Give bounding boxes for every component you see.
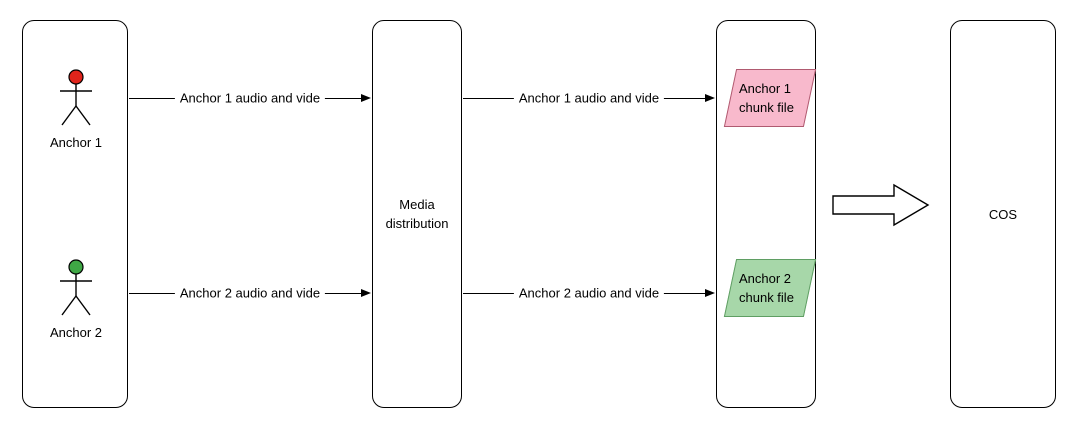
- anchors-container: Anchor 1 Anchor 2: [22, 20, 128, 408]
- chunk-files-container: Anchor 1 chunk file Anchor 2 chunk file: [716, 20, 817, 408]
- flow-arrow-media-to-chunk2: Anchor 2 audio and vide: [463, 283, 715, 303]
- arrowhead-icon: [361, 289, 371, 297]
- arrowhead-icon: [361, 94, 371, 102]
- actor-anchor2: Anchor 2: [23, 259, 129, 340]
- chunk-file-label: Anchor 1 chunk file: [739, 81, 794, 115]
- person-icon: [60, 69, 92, 126]
- flow-arrow-anchor2-to-media: Anchor 2 audio and vide: [129, 283, 371, 303]
- arrow-label: Anchor 1 audio and vide: [513, 90, 665, 106]
- person-icon: [60, 259, 92, 316]
- actor-label: Anchor 2: [49, 325, 103, 340]
- chunk-file-anchor1: Anchor 1 chunk file: [723, 69, 817, 127]
- actor-label: Anchor 1: [49, 135, 103, 150]
- chunk-file-label: Anchor 2 chunk file: [739, 271, 794, 305]
- cos-node: COS: [950, 20, 1056, 408]
- cos-label: COS: [988, 206, 1018, 222]
- flow-arrow-anchor1-to-media: Anchor 1 audio and vide: [129, 88, 371, 108]
- person-head: [68, 69, 84, 85]
- chunk-file-anchor2: Anchor 2 chunk file: [723, 259, 817, 317]
- actor-anchor1: Anchor 1: [23, 69, 129, 150]
- arrowhead-icon: [705, 289, 715, 297]
- big-flow-arrow-icon: [832, 183, 930, 227]
- flow-arrow-media-to-chunk1: Anchor 1 audio and vide: [463, 88, 715, 108]
- arrow-label: Anchor 1 audio and vide: [174, 90, 326, 106]
- media-distribution-node: Media distribution: [372, 20, 462, 408]
- arrow-label: Anchor 2 audio and vide: [174, 285, 326, 301]
- arrowhead-icon: [705, 94, 715, 102]
- arrow-label: Anchor 2 audio and vide: [513, 285, 665, 301]
- person-head: [68, 259, 84, 275]
- node-label: Media distribution: [385, 197, 449, 231]
